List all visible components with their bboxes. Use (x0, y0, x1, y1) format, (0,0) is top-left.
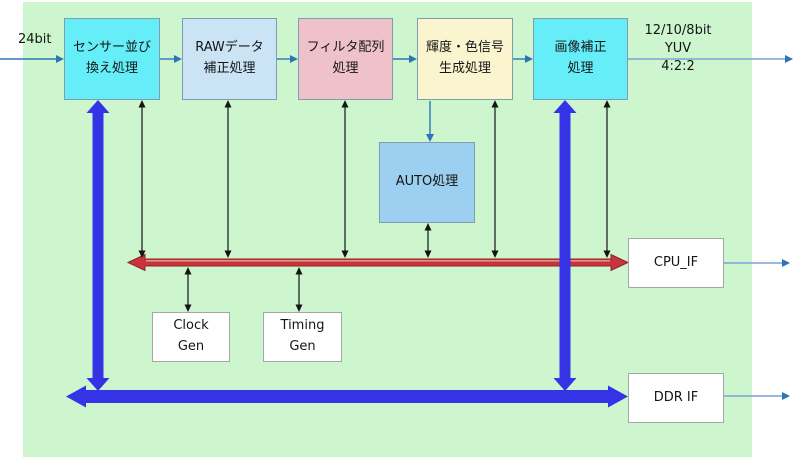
block-filter-array: フィルタ配列 処理 (298, 18, 393, 100)
block-raw-correction: RAWデータ 補正処理 (182, 18, 277, 100)
connector-sensor-redbus (138, 100, 146, 258)
block-sensor-reorder: センサー並び 換え処理 (64, 18, 160, 100)
flow-ddrif-output (724, 392, 790, 400)
flow-output-arrow (628, 55, 793, 63)
red-cpu-bus (126, 253, 630, 272)
block-auto-process: AUTO処理 (379, 142, 475, 223)
connector-imagecorr-redbus (603, 100, 611, 258)
block-label: 画像補正 処理 (554, 40, 607, 76)
block-label: 輝度・色信号 生成処理 (425, 40, 504, 76)
block-label: Timing Gen (280, 318, 325, 354)
connector-raw-redbus (224, 100, 232, 258)
block-label: AUTO処理 (395, 174, 459, 190)
flow-sensor-to-raw (160, 55, 182, 63)
block-label: フィルタ配列 処理 (306, 40, 385, 76)
red-cpu-bus-shape (126, 253, 630, 272)
connector-redbus-timinggen (295, 267, 303, 312)
block-label: RAWデータ 補正処理 (195, 40, 264, 76)
block-clock-gen: Clock Gen (152, 312, 230, 362)
blue-bus-vertical-right (553, 100, 577, 391)
block-label: Clock Gen (173, 318, 209, 354)
block-image-correction: 画像補正 処理 (533, 18, 628, 100)
block-ddr-if: DDR IF (628, 373, 724, 423)
connector-luma-redbus (491, 100, 499, 258)
block-luma-chroma: 輝度・色信号 生成処理 (417, 18, 513, 100)
flow-luma-to-auto (426, 101, 434, 142)
blue-ddr-bus-horizontal (66, 385, 628, 408)
block-label: センサー並び 換え処理 (72, 40, 151, 76)
flow-filter-to-luma (393, 55, 417, 63)
flow-raw-to-filter (277, 55, 298, 63)
connector-filter-redbus (341, 100, 349, 258)
block-label: DDR IF (653, 389, 699, 405)
block-timing-gen: Timing Gen (263, 312, 342, 362)
flow-luma-to-imagecorr (513, 55, 533, 63)
block-label: CPU_IF (653, 254, 699, 270)
connector-auto-redbus (424, 223, 432, 258)
input-bitwidth-label: 24bit (18, 32, 52, 47)
output-format-label: 12/10/8bit YUV 4:2:2 (644, 23, 712, 74)
flow-cpuif-output (724, 259, 790, 267)
block-cpu-if: CPU_IF (628, 238, 724, 288)
connector-redbus-clockgen (184, 267, 192, 312)
flow-input-arrow (0, 55, 64, 63)
blue-bus-vertical-left (86, 100, 110, 391)
